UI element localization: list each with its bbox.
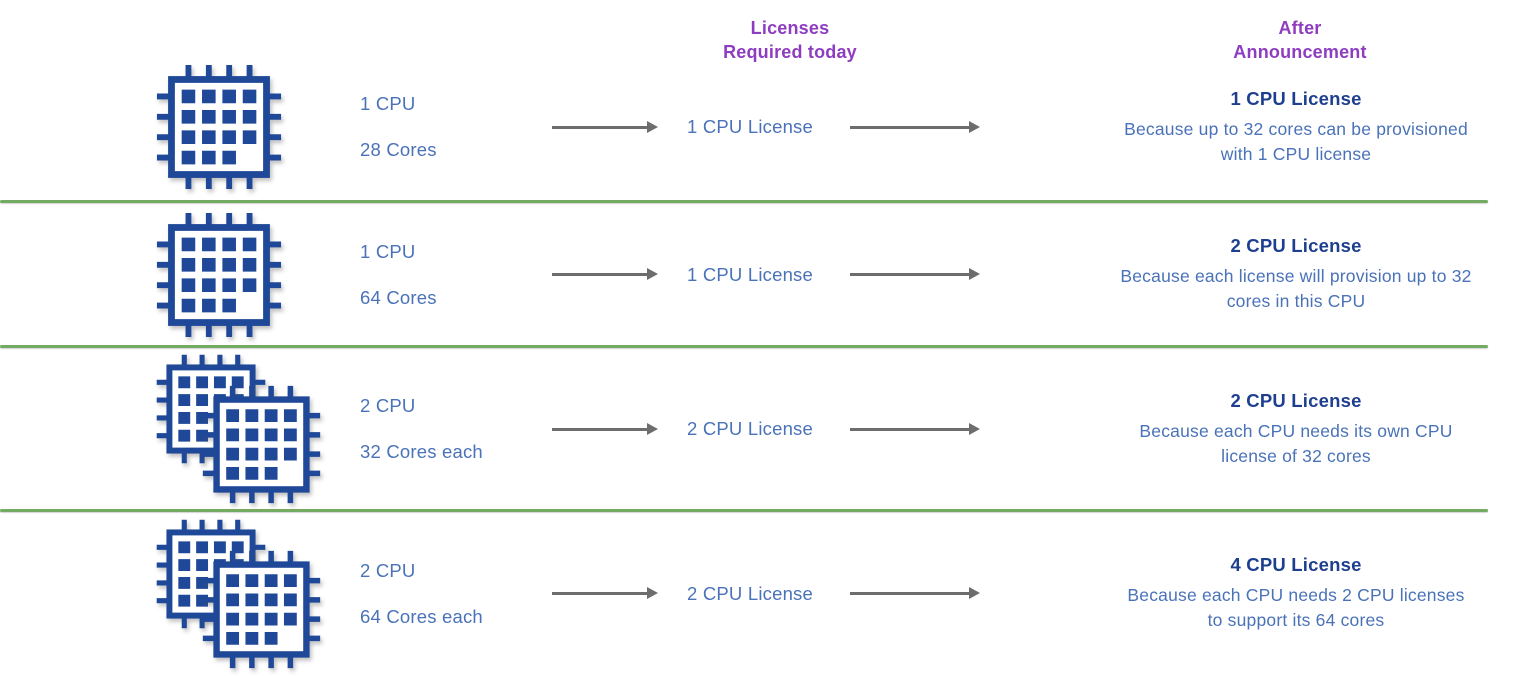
cpu-count-label: 2 CPU (360, 395, 416, 416)
license-scenario-row-4: 2 CPU 64 Cores each 2 CPU License 4 CPU … (0, 511, 1536, 676)
column-header-after-line2: Announcement (1233, 42, 1367, 63)
after-announcement-title: 2 CPU License (1230, 389, 1362, 411)
after-announcement-block: 2 CPU License Because each CPU needs its… (1120, 390, 1472, 469)
right-arrow-icon (552, 268, 658, 280)
row4-after-cell: 4 CPU License Because each CPU needs 2 C… (990, 554, 1536, 633)
right-arrow-icon (552, 120, 658, 133)
row3-arrow1-cell (530, 422, 670, 435)
row3-after-cell: 2 CPU License Because each CPU needs its… (990, 390, 1536, 469)
row1-arrow1-cell (530, 120, 670, 133)
license-required-value: 1 CPU License (687, 116, 813, 137)
cpu-chip-stack-icon (155, 518, 323, 670)
cpu-chip-icon (201, 384, 322, 505)
column-header-licenses-required: Licenses Required today (640, 16, 940, 65)
row3-cpu-spec: 2 CPU 32 Cores each (360, 395, 530, 463)
row1-arrow2-cell (830, 120, 990, 133)
cpu-count-label: 2 CPU (360, 559, 416, 581)
row2-icon-cell (0, 211, 360, 339)
after-announcement-block: 1 CPU License Because up to 32 cores can… (1120, 88, 1472, 167)
cpu-chip-icon (155, 211, 283, 339)
after-announcement-description: Because each CPU needs 2 CPU licenses to… (1127, 585, 1465, 630)
row3-arrow2-cell (830, 422, 990, 435)
right-arrow-icon (850, 268, 980, 280)
row4-icon-cell (0, 518, 360, 670)
license-required-value: 2 CPU License (687, 582, 813, 604)
row1-after-cell: 1 CPU License Because up to 32 cores can… (990, 88, 1536, 167)
after-announcement-block: 4 CPU License Because each CPU needs 2 C… (1120, 554, 1472, 633)
core-count-label: 64 Cores each (360, 605, 483, 627)
row3-icon-cell (0, 353, 360, 505)
after-announcement-title: 4 CPU License (1230, 554, 1362, 576)
right-arrow-icon (552, 587, 658, 599)
license-scenario-row-1: 1 CPU 28 Cores 1 CPU License 1 CPU Licen… (0, 0, 1536, 202)
after-announcement-block: 2 CPU License Because each license will … (1120, 235, 1472, 314)
separator-line (0, 345, 1488, 348)
after-announcement-description: Because each license will provision up t… (1120, 266, 1472, 311)
separator-line (0, 200, 1488, 203)
row2-arrow2-cell (830, 268, 990, 280)
cpu-chip-icon (201, 549, 322, 670)
license-required-value: 2 CPU License (687, 418, 813, 439)
core-count-label: 28 Cores (360, 139, 437, 160)
core-count-label: 32 Cores each (360, 441, 483, 462)
after-announcement-title: 1 CPU License (1230, 87, 1362, 109)
row2-after-cell: 2 CPU License Because each license will … (990, 235, 1536, 314)
row1-cpu-spec: 1 CPU 28 Cores (360, 93, 530, 161)
column-header-after-announcement: After Announcement (1150, 16, 1450, 65)
cpu-chip-icon (155, 63, 283, 191)
cpu-count-label: 1 CPU (360, 240, 416, 262)
row2-arrow1-cell (530, 268, 670, 280)
after-announcement-description: Because up to 32 cores can be provisione… (1124, 118, 1468, 164)
separator-line (0, 509, 1488, 512)
column-header-licenses-line1: Licenses (750, 18, 830, 38)
cpu-count-label: 1 CPU (360, 93, 416, 114)
right-arrow-icon (850, 587, 980, 599)
license-scenario-row-2: 1 CPU 64 Cores 1 CPU License 2 CPU Licen… (0, 202, 1536, 347)
column-header-licenses-line2: Required today (723, 42, 857, 63)
column-header-after-line1: After (1278, 18, 1322, 38)
row1-icon-cell (0, 63, 360, 191)
license-required-value: 1 CPU License (687, 263, 813, 285)
row2-cpu-spec: 1 CPU 64 Cores (360, 241, 530, 309)
after-announcement-description: Because each CPU needs its own CPU licen… (1139, 420, 1453, 466)
right-arrow-icon (850, 120, 980, 133)
after-announcement-title: 2 CPU License (1230, 235, 1362, 257)
license-scenario-row-3: 2 CPU 32 Cores each 2 CPU License 2 CPU … (0, 347, 1536, 511)
row4-arrow2-cell (830, 587, 990, 599)
row4-arrow1-cell (530, 587, 670, 599)
right-arrow-icon (850, 422, 980, 435)
core-count-label: 64 Cores (360, 286, 437, 308)
right-arrow-icon (552, 422, 658, 435)
row4-cpu-spec: 2 CPU 64 Cores each (360, 560, 530, 628)
cpu-chip-stack-icon (155, 353, 323, 505)
